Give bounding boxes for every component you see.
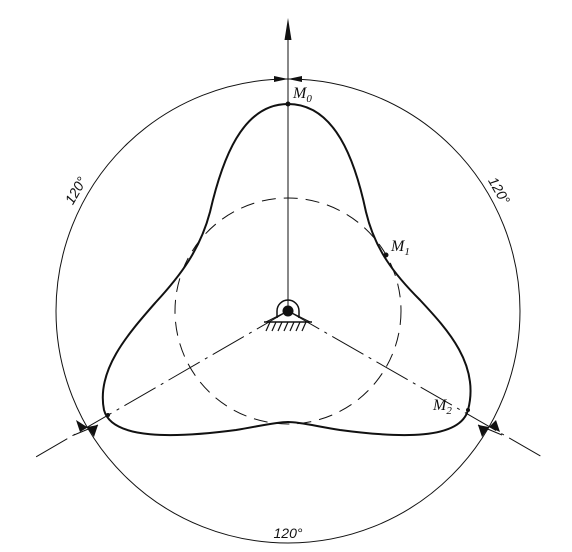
label-m2: M2 [432, 397, 452, 417]
angle-label-right: 120° [485, 174, 514, 207]
point-m0 [285, 101, 291, 107]
axis-arrowhead [284, 18, 292, 40]
center-line-left [33, 310, 289, 459]
angle-label-left: 120° [61, 174, 90, 207]
point-left-lobe [106, 413, 110, 417]
label-m1: M1 [390, 238, 410, 258]
cam-profile [101, 102, 472, 437]
dimension-arrow-right [477, 420, 503, 437]
angle-label-bottom: 120° [274, 525, 303, 541]
point-m2 [466, 408, 470, 412]
pivot-support-icon [264, 299, 312, 332]
label-m0: M0 [292, 85, 312, 105]
dimension-arrow-left [73, 420, 99, 437]
center-line-right [287, 310, 545, 459]
dimension-arrow-top [274, 76, 302, 82]
point-m1 [383, 252, 389, 258]
